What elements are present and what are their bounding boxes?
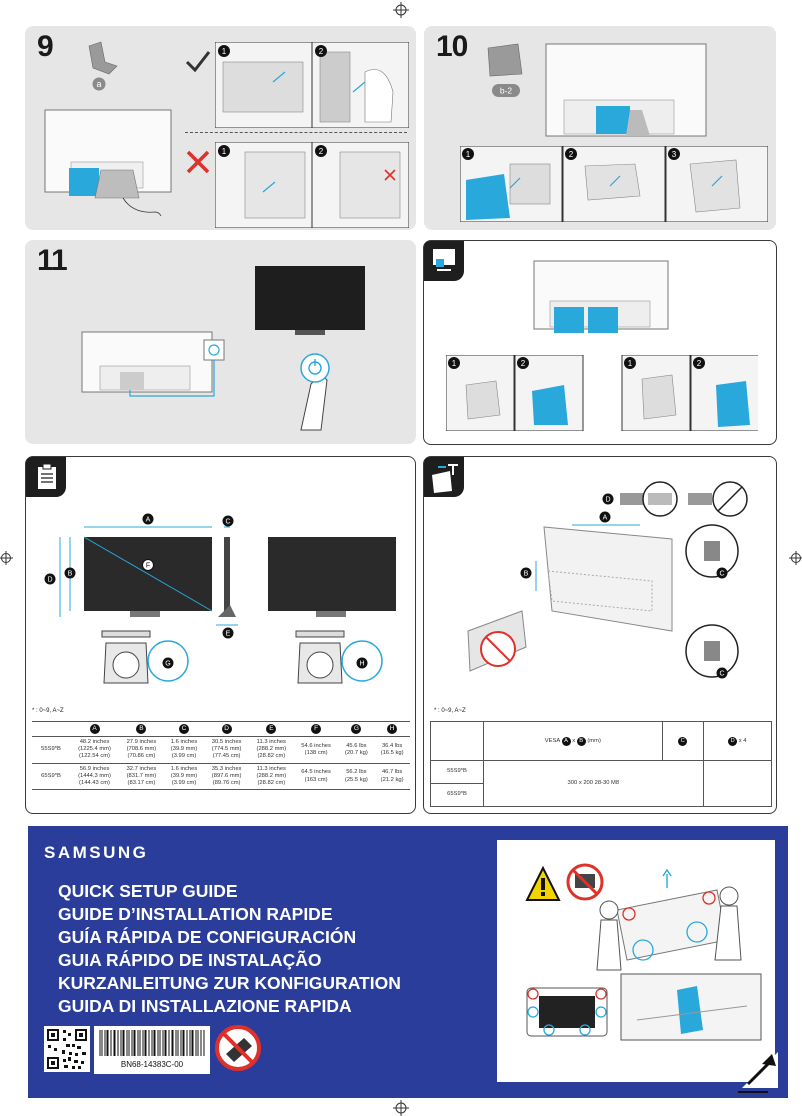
page-turn-icon bbox=[738, 1052, 778, 1093]
table-row: 55S9*B 48.2 inches (1225.4 mm) (122.54 c… bbox=[32, 736, 410, 764]
step-10-panel: 10 b-2 1 2 3 bbox=[424, 26, 776, 230]
dimensions-panel: A B C D E F G H * : 0~9, A~Z A B C D E F… bbox=[25, 456, 416, 814]
barcode: BN68-14383C-00 bbox=[94, 1026, 210, 1074]
wall-mount-note: * : 0~9, A~Z bbox=[434, 708, 466, 714]
svg-text:D: D bbox=[605, 497, 610, 504]
title-fr: GUIDE D’INSTALLATION RAPIDE bbox=[58, 904, 333, 924]
table-row: 65S9*B 56.9 inches (1444.3 mm) (144.43 c… bbox=[32, 762, 410, 791]
svg-text:2: 2 bbox=[697, 359, 702, 368]
barcode-text: BN68-14383C-00 bbox=[120, 1060, 184, 1069]
registration-mark-left bbox=[0, 551, 13, 565]
step-9-wrong-illustration: 1 2 bbox=[215, 142, 409, 228]
samsung-logo: SAMSUNG bbox=[44, 843, 149, 862]
registration-mark-bottom bbox=[393, 1100, 409, 1116]
table-header-row: VESA A x B (mm) C D x 4 bbox=[430, 721, 772, 761]
no-lying-flat-icon bbox=[215, 1025, 261, 1071]
clipboard-icon bbox=[26, 457, 66, 497]
step-10-tv-back bbox=[545, 43, 707, 137]
check-mark-icon bbox=[185, 51, 211, 73]
divider bbox=[185, 132, 407, 133]
step-10-number: 10 bbox=[436, 30, 468, 63]
svg-text:E: E bbox=[226, 631, 231, 638]
qr-code bbox=[44, 1026, 90, 1072]
svg-text:G: G bbox=[165, 661, 170, 668]
svg-text:B: B bbox=[524, 571, 529, 578]
stand-removal-icon bbox=[424, 241, 464, 281]
wall-mount-panel: D A B C C * : 0~9, A~Z VESA A x B bbox=[423, 456, 777, 814]
step-9-panel: 9 a 1 2 1 2 bbox=[25, 26, 416, 230]
step-9-tv-back bbox=[44, 109, 172, 217]
part-a-illustration: a bbox=[88, 41, 118, 91]
remote-power-button bbox=[300, 353, 330, 431]
barcode-bars bbox=[99, 1030, 205, 1056]
wrong-cross-icon bbox=[186, 150, 210, 174]
dimensions-note: * : 0~9, A~Z bbox=[32, 708, 64, 714]
table-row: 65S9*B bbox=[430, 783, 772, 807]
part-a-label: a bbox=[96, 79, 101, 89]
table-row: 55S9*B 300 x 200 28-30 M8 bbox=[430, 760, 772, 807]
stand-removal-panel: 1 2 1 2 bbox=[423, 240, 777, 445]
registration-mark-right bbox=[789, 551, 802, 565]
step-10-substeps: 1 2 3 bbox=[460, 146, 768, 222]
title-es: GUÍA RÁPIDA DE CONFIGURACIÓN bbox=[58, 927, 357, 947]
wall-mount-icon bbox=[424, 457, 464, 497]
svg-text:3: 3 bbox=[672, 150, 677, 159]
table-header-row: A B C D E F G H bbox=[32, 721, 410, 737]
title-pt: GUIA RÁPIDO DE INSTALAÇÃO bbox=[58, 950, 322, 970]
dimensions-table: A B C D E F G H 55S9*B 48.2 inches (1225… bbox=[32, 721, 410, 791]
registration-mark-top bbox=[393, 2, 409, 18]
title-de: KURZANLEITUNG ZUR KONFIGURATION bbox=[58, 973, 401, 993]
svg-text:1: 1 bbox=[222, 147, 227, 156]
svg-text:C: C bbox=[719, 671, 724, 678]
svg-text:1: 1 bbox=[222, 47, 227, 56]
step-11-number: 11 bbox=[37, 244, 68, 277]
svg-text:1: 1 bbox=[466, 150, 471, 159]
step-11-tv-back-power bbox=[81, 331, 225, 397]
svg-text:A: A bbox=[603, 515, 608, 522]
part-b2-label: b-2 bbox=[500, 86, 513, 96]
wall-mount-diagram: D A B C C bbox=[467, 481, 748, 679]
stand-removal-tv bbox=[533, 260, 669, 333]
svg-text:2: 2 bbox=[521, 359, 526, 368]
svg-text:2: 2 bbox=[569, 150, 574, 159]
svg-text:1: 1 bbox=[628, 359, 633, 368]
title-en: QUICK SETUP GUIDE bbox=[58, 881, 238, 901]
svg-text:2: 2 bbox=[319, 47, 324, 56]
handling-warning-illustration bbox=[525, 863, 762, 1041]
svg-text:D: D bbox=[47, 577, 52, 584]
svg-text:F: F bbox=[146, 563, 150, 570]
step-9-number: 9 bbox=[37, 30, 54, 63]
svg-text:1: 1 bbox=[452, 359, 457, 368]
step-11-panel: 11 bbox=[25, 240, 416, 444]
svg-text:H: H bbox=[359, 661, 364, 668]
step-11-tv-front bbox=[255, 266, 365, 335]
dimensions-diagram: A B C D E F G H bbox=[44, 513, 396, 684]
handling-warning-box bbox=[497, 840, 775, 1082]
svg-text:C: C bbox=[225, 519, 230, 526]
step-9-correct-illustration: 1 2 bbox=[215, 42, 409, 128]
wall-mount-table: VESA A x B (mm) C D x 4 55S9*B 300 x 200… bbox=[430, 721, 772, 807]
part-b2-illustration: b-2 bbox=[487, 43, 523, 97]
svg-text:A: A bbox=[146, 517, 151, 524]
svg-text:C: C bbox=[719, 571, 724, 578]
svg-text:2: 2 bbox=[319, 147, 324, 156]
svg-text:B: B bbox=[68, 571, 73, 578]
title-it: GUIDA DI INSTALLAZIONE RAPIDA bbox=[58, 996, 352, 1016]
stand-removal-substeps: 1 2 1 2 bbox=[446, 355, 758, 431]
